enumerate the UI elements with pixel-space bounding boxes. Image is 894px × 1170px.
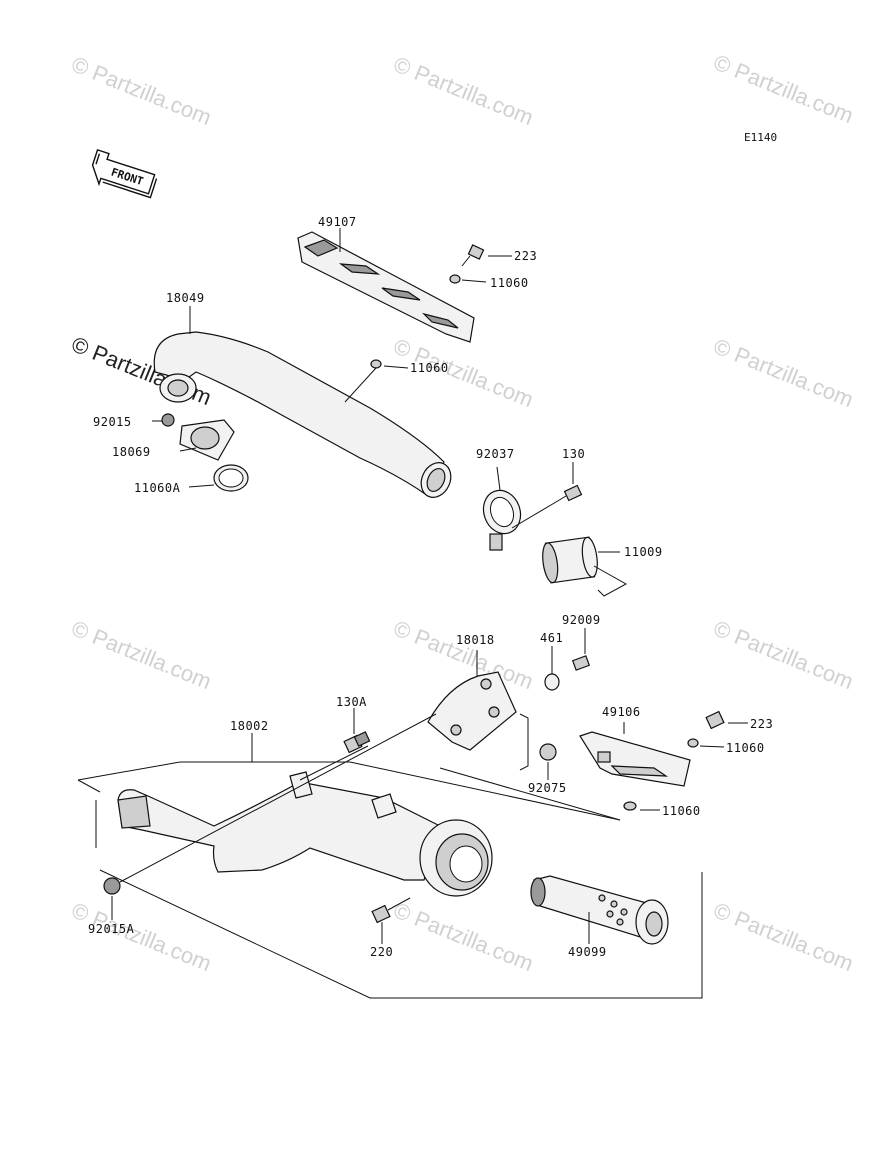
watermark: © Partzilla.com — [390, 897, 537, 976]
washer-11060-lower — [687, 738, 699, 748]
part-label[interactable]: 92015 — [93, 415, 132, 429]
nut-92015A — [103, 877, 121, 895]
heat-shield-49106 — [579, 731, 691, 787]
front-arrow-icon: FRONT — [91, 149, 158, 199]
part-label[interactable]: 92015A — [88, 922, 135, 936]
watermark: © Partzilla.com — [710, 897, 857, 976]
bolt-130A — [343, 731, 371, 754]
part-label[interactable]: 92009 — [562, 613, 601, 627]
part-label[interactable]: 11009 — [624, 545, 663, 559]
bolt-223-lower — [705, 710, 725, 730]
bolt-130 — [555, 484, 583, 503]
part-label[interactable]: 223 — [750, 717, 773, 731]
leader-lines-upper — [152, 228, 628, 597]
part-label[interactable]: 18049 — [166, 291, 205, 305]
assembly-outline — [77, 761, 703, 999]
part-label[interactable]: 11060A — [134, 481, 181, 495]
collar-92075 — [539, 743, 557, 761]
part-label[interactable]: 49107 — [318, 215, 357, 229]
washer-461 — [544, 673, 560, 691]
nut-92015 — [161, 413, 175, 427]
part-labels: 49107 223 11060 18049 11060 92015 18069 … — [88, 215, 773, 959]
part-label[interactable]: 49099 — [568, 945, 607, 959]
watermark: © Partzilla.com — [710, 615, 857, 694]
exhaust-pipe-18049 — [153, 331, 452, 498]
part-label[interactable]: 92037 — [476, 447, 515, 461]
bolt-92009 — [571, 655, 591, 671]
watermark: © Partzilla.com — [390, 51, 537, 130]
part-label[interactable]: 223 — [514, 249, 537, 263]
sleeve-11009 — [542, 536, 598, 584]
washer-11060-bottom — [623, 801, 637, 811]
heat-shield-49107 — [297, 231, 475, 343]
spark-arrestor-49099 — [530, 875, 669, 945]
watermark: © Partzilla.com — [710, 333, 857, 412]
part-label[interactable]: 220 — [370, 945, 393, 959]
clamp-92037 — [482, 489, 522, 551]
gasket-11060A — [213, 464, 249, 492]
part-label[interactable]: 11060 — [410, 361, 449, 375]
part-label[interactable]: 130 — [562, 447, 585, 461]
part-label[interactable]: 130A — [336, 695, 367, 709]
flange-18069 — [179, 419, 235, 461]
watermark: © Partzilla.com — [710, 49, 857, 128]
watermark: © Partzilla.com — [68, 51, 215, 130]
muffler-18002 — [117, 771, 493, 897]
bolt-220 — [371, 897, 411, 924]
part-label[interactable]: 11060 — [490, 276, 529, 290]
part-label[interactable]: 18018 — [456, 633, 495, 647]
watermark: © Partzilla.com — [68, 615, 215, 694]
part-label[interactable]: 92075 — [528, 781, 567, 795]
washer-11060-mid — [370, 359, 382, 369]
heat-guard-18018 — [427, 671, 517, 751]
part-label[interactable]: 49106 — [602, 705, 641, 719]
diagram-id: E1140 — [744, 131, 777, 144]
part-label[interactable]: 18002 — [230, 719, 269, 733]
washer-11060-upper — [449, 274, 461, 284]
part-label[interactable]: 11060 — [726, 741, 765, 755]
watermark: © Partzilla.com — [68, 897, 215, 976]
bolt-223-upper — [461, 244, 485, 267]
part-label[interactable]: 461 — [540, 631, 563, 645]
leader-lines-lower — [111, 628, 748, 944]
part-label[interactable]: 11060 — [662, 804, 701, 818]
part-label[interactable]: 18069 — [112, 445, 151, 459]
